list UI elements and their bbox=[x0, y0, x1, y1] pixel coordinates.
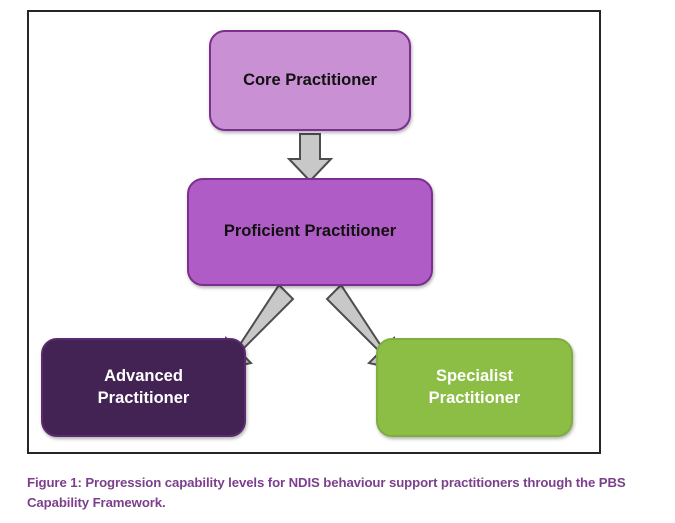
node-specialist-practitioner[interactable]: Specialist Practitioner bbox=[376, 338, 573, 437]
arrow-core-to-proficient bbox=[286, 133, 334, 183]
diagram-canvas: Core Practitioner Proficient Practitione… bbox=[29, 12, 599, 452]
node-core-practitioner[interactable]: Core Practitioner bbox=[209, 30, 411, 131]
node-advanced-practitioner[interactable]: Advanced Practitioner bbox=[41, 338, 246, 437]
node-proficient-practitioner-label: Proficient Practitioner bbox=[223, 222, 397, 241]
node-core-practitioner-label: Core Practitioner bbox=[243, 70, 377, 89]
figure-frame: Core Practitioner Proficient Practitione… bbox=[27, 10, 601, 454]
node-advanced-practitioner-label: Advanced Practitioner bbox=[97, 367, 190, 407]
node-proficient-practitioner[interactable]: Proficient Practitioner bbox=[187, 178, 433, 286]
figure-caption: Figure 1: Progression capability levels … bbox=[27, 475, 626, 511]
node-specialist-practitioner-label: Specialist Practitioner bbox=[428, 367, 521, 407]
